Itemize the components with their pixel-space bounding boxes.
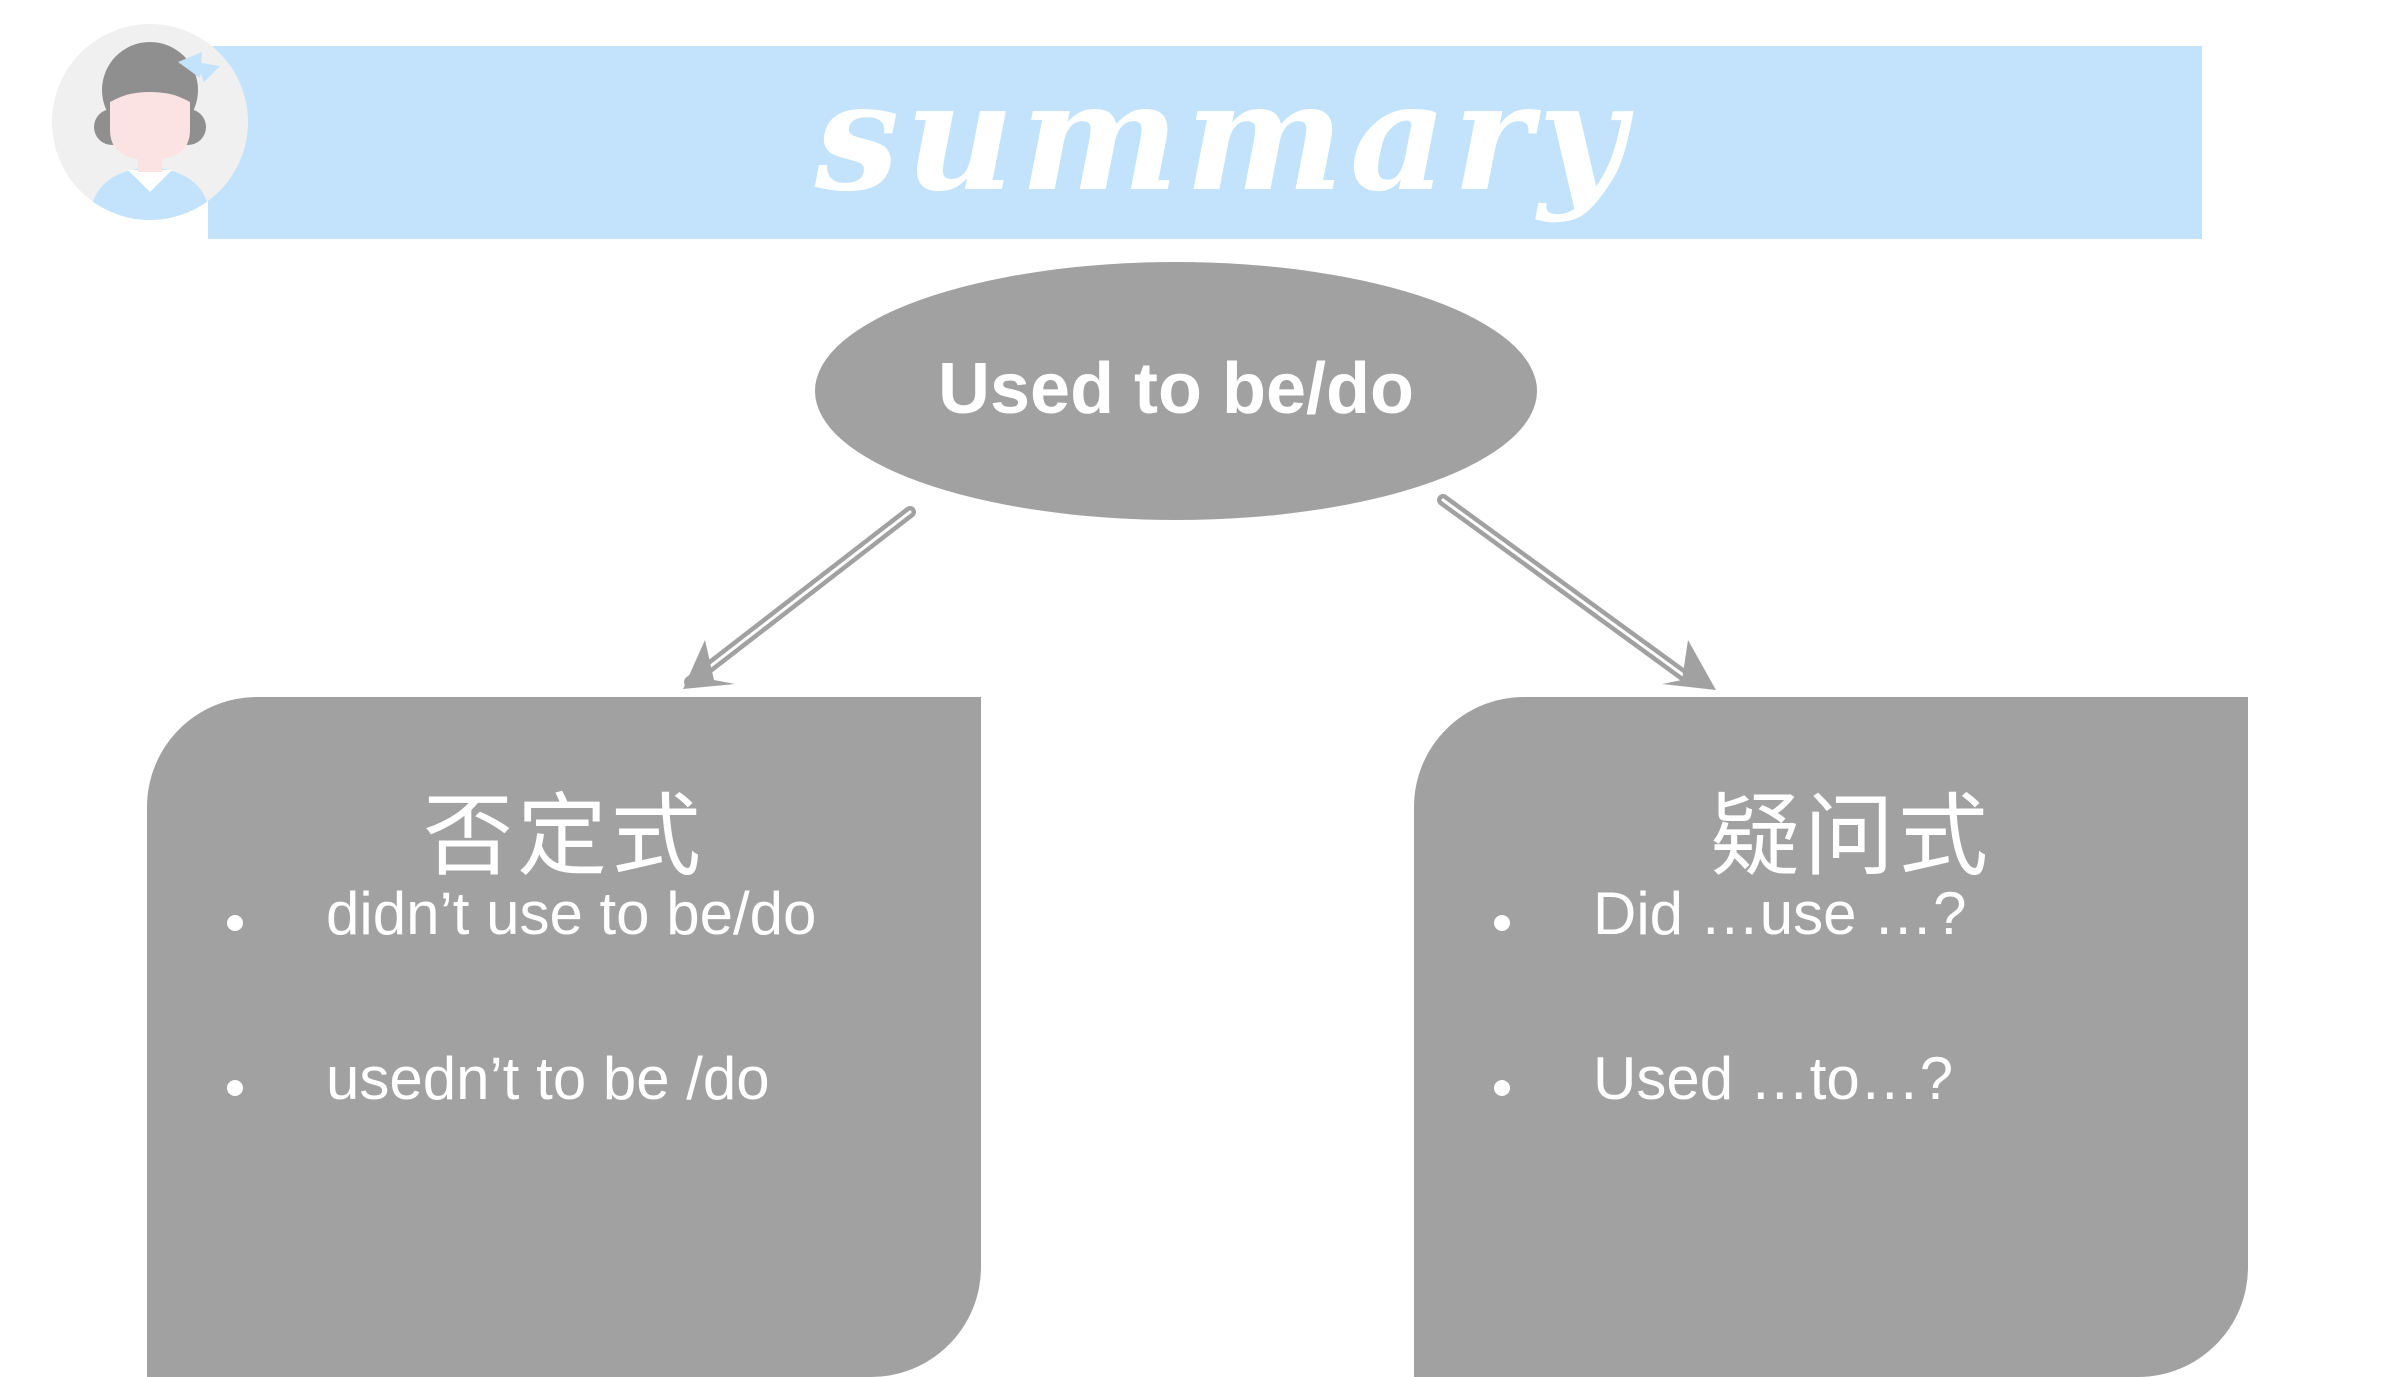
arrow-left	[683, 506, 916, 689]
slide-title: summary	[814, 48, 1632, 225]
branch-title-question: 疑问式	[1710, 784, 1992, 889]
girl-avatar-icon	[52, 24, 248, 220]
arrow-right	[1437, 494, 1716, 690]
title-banner	[244, 46, 2202, 239]
root-node: Used to be/do	[815, 262, 1537, 520]
list-item-text: Used …to…?	[1593, 1045, 1954, 1112]
list-item-text: didn’t use to be/do	[326, 880, 817, 947]
bullet-icon	[1494, 1080, 1510, 1096]
branch-box-negative: 否定式 didn’t use to be/do usedn’t to be /d…	[147, 697, 981, 1377]
bullet-icon	[227, 1080, 243, 1096]
list-item-text: usedn’t to be /do	[326, 1045, 770, 1112]
bullet-icon	[1494, 915, 1510, 931]
root-node-label: Used to be/do	[937, 349, 1414, 429]
list-item-text: Did …use …?	[1593, 880, 1967, 947]
branch-title-negative: 否定式	[423, 784, 705, 889]
branch-box-question: 疑问式 Did …use …? Used …to…?	[1414, 697, 2248, 1377]
bullet-icon	[227, 915, 243, 931]
